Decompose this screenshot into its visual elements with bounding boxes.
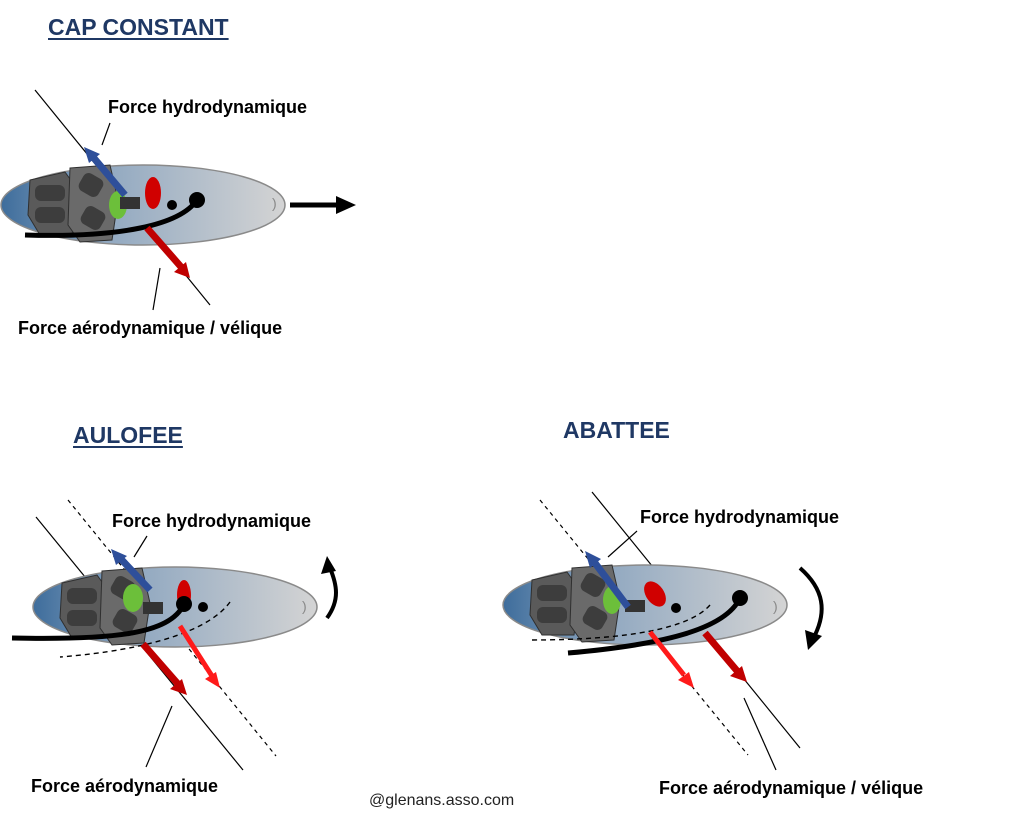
mast-base: [120, 197, 140, 209]
pivot-dot: [167, 200, 177, 210]
panel-aulofee: ): [11, 499, 338, 771]
crew-shapes: [529, 564, 621, 643]
aero-arrowhead: [730, 666, 747, 682]
aero-label-aulofee: Force aérodynamique: [31, 776, 219, 796]
sail-red-shape: [145, 177, 161, 209]
aero-arrowhead: [174, 262, 190, 278]
mast-base: [143, 602, 163, 614]
aero-label-abattee: Force aérodynamique / vélique: [659, 778, 924, 798]
hydro-force-arrow: [117, 555, 153, 593]
aero-arrowhead-previous: [678, 672, 694, 688]
pivot-dot: [671, 603, 681, 613]
credit-text: @glenans.asso.com: [369, 792, 515, 809]
hydro-label-cap-constant: Force hydrodynamique: [108, 97, 308, 117]
panel-cap-constant: ): [0, 89, 356, 311]
aero-arrowhead: [170, 679, 187, 695]
hydro-force-arrow: [90, 154, 128, 198]
dashed-axis-line: [539, 499, 749, 756]
aero-label-cap-constant: Force aérodynamique / vélique: [18, 318, 283, 338]
aero-leader-line: [743, 697, 777, 771]
bow-mark: ): [302, 598, 307, 614]
title-aulofee: AULOFEE: [73, 422, 183, 448]
previous-sheet-dashed: [59, 601, 231, 658]
hydro-label-aulofee: Force hydrodynamique: [112, 511, 312, 531]
aero-force-arrow-previous: [648, 630, 686, 677]
title-cap-constant: CAP CONSTANT: [48, 14, 229, 40]
bow-mark: ): [773, 598, 778, 614]
aero-force-arrow-previous: [177, 624, 215, 678]
hydro-force-arrow: [592, 560, 631, 610]
motion-arrowhead: [336, 196, 356, 214]
crew-shapes: [27, 164, 119, 243]
previous-sheet-dashed: [529, 604, 711, 641]
hydro-arrowhead: [84, 147, 100, 163]
mast-base: [625, 600, 645, 612]
aero-force-arrow: [144, 225, 185, 271]
rotate-cw-arrowhead: [805, 630, 822, 650]
rotate-ccw-arrow: [325, 567, 338, 620]
centerboard-shape: [123, 584, 143, 612]
sail-red-shape: [644, 581, 666, 607]
dashed-axis-line: [67, 499, 277, 757]
rotate-cw-arrow: [798, 566, 824, 636]
aero-arrowhead-previous: [205, 672, 220, 688]
rotate-ccw-arrowhead: [321, 556, 336, 574]
sheet-line: [24, 198, 200, 238]
sheet-line: [567, 596, 743, 656]
aero-force-arrow: [140, 641, 181, 687]
hydro-arrowhead: [111, 549, 127, 565]
title-abattee: ABATTEE: [563, 417, 670, 443]
pivot-dot: [198, 602, 208, 612]
bow-mark: ): [272, 195, 277, 211]
hydro-leader-line: [101, 122, 111, 146]
sheet-line: [11, 602, 187, 641]
panel-abattee: ): [502, 491, 824, 771]
aero-leader-line: [145, 705, 173, 768]
hydro-leader-line: [133, 535, 148, 558]
aero-force-arrow: [702, 630, 741, 675]
hydro-leader-line: [607, 530, 638, 558]
aero-leader-line: [152, 267, 161, 311]
hydro-label-abattee: Force hydrodynamique: [640, 507, 840, 527]
hydro-arrowhead: [585, 551, 601, 568]
